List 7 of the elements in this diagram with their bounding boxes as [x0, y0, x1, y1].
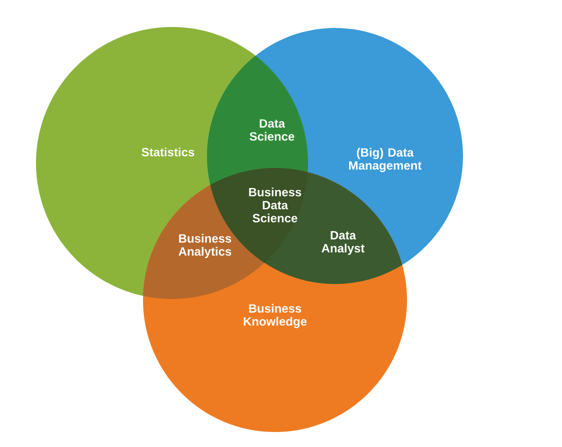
region-label: Business Data Science	[249, 188, 302, 222]
region-label: Data Science	[250, 119, 294, 141]
region-label: Data Analyst	[322, 231, 365, 255]
region-label: (Big) Data Management	[349, 148, 422, 172]
region-label: Business Knowledge	[244, 304, 307, 328]
region-label: Business Analytics	[178, 234, 232, 258]
region-label: Statistics	[142, 148, 194, 156]
